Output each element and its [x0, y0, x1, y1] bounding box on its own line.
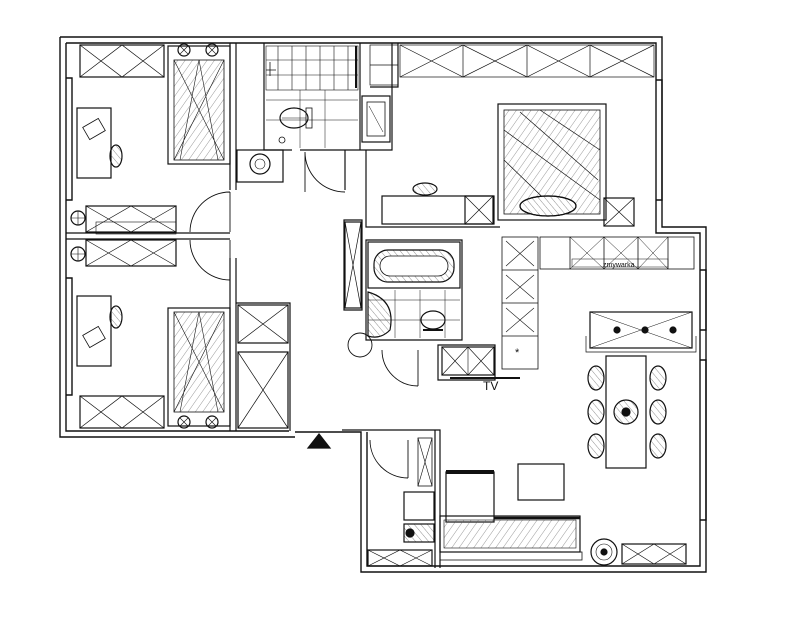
- bathroom-tiles: [368, 290, 460, 338]
- shelf-unit-lower: [85, 221, 177, 267]
- sink-icon: [367, 291, 392, 338]
- door-swing-bathroom-top: [304, 151, 346, 193]
- shower-fixture-icon: [266, 62, 286, 144]
- washing-machine-icon: [236, 149, 284, 183]
- kitchen-column-units: [501, 236, 539, 370]
- kitchen: [441, 236, 697, 379]
- asterisk-label: *: [515, 347, 520, 359]
- table-plant-icon: [613, 399, 639, 425]
- nightstand: [603, 197, 635, 227]
- chair-icon: [109, 305, 123, 329]
- door-swing-bedroom-bottom: [189, 239, 231, 281]
- toilet-icon: [420, 310, 446, 331]
- chair-icon: [587, 365, 667, 459]
- tv-cabinet: [621, 543, 687, 565]
- chair-icon: [412, 182, 438, 196]
- bedroom-bottom-left: [70, 221, 231, 429]
- tv-label: TV: [483, 379, 498, 393]
- wardrobe-row: [369, 44, 655, 86]
- bed-icon: [167, 43, 231, 165]
- desk: [76, 107, 112, 179]
- water-heater-icon: [403, 523, 435, 543]
- laundry-shelf: [367, 549, 433, 567]
- door-swing-bedroom-top: [189, 191, 231, 233]
- coffee-table: [517, 463, 565, 501]
- bed-icon: [167, 307, 231, 429]
- bedroom-top-left: [70, 43, 231, 233]
- kitchen-counter: [539, 236, 695, 270]
- hall-wardrobe: [237, 304, 289, 429]
- bathtub-icon: [367, 241, 461, 289]
- hall-cabinet: [344, 221, 362, 309]
- lamp-icon: [70, 246, 86, 262]
- door-swing-laundry: [369, 439, 409, 479]
- living-room: [439, 355, 687, 566]
- dishwasher-label: zmywarka: [603, 262, 635, 269]
- bedroom-top-right: [369, 44, 655, 227]
- dresser: [381, 195, 495, 225]
- interior-walls: [66, 43, 500, 568]
- door-swing-bathroom-center: [381, 349, 419, 387]
- wardrobe-top: [79, 44, 165, 78]
- appliance-box: [403, 491, 435, 521]
- doors: [189, 151, 419, 479]
- shelf-unit: [85, 205, 177, 233]
- laundry-room: [367, 437, 435, 567]
- wardrobe-bottom: [79, 395, 165, 429]
- desk: [76, 295, 112, 367]
- dining-table: [605, 355, 647, 469]
- sink-icon: [361, 95, 391, 143]
- bathroom-top: [265, 45, 391, 148]
- outer-walls: [59, 36, 707, 573]
- kitchen-island: [585, 311, 697, 353]
- corridor: [236, 149, 362, 449]
- plant-icon: [590, 538, 618, 566]
- chair-icon: [109, 144, 123, 168]
- bathroom-center: [367, 241, 461, 338]
- shower-grid: [265, 45, 359, 91]
- tv-stand: [441, 346, 520, 379]
- north-arrow-icon: [306, 433, 332, 449]
- door-knob-circle: [347, 332, 373, 358]
- toilet-icon: [279, 107, 313, 129]
- bed-icon: [497, 103, 607, 221]
- sofa-icon: [439, 470, 583, 561]
- lamp-icon: [70, 210, 86, 226]
